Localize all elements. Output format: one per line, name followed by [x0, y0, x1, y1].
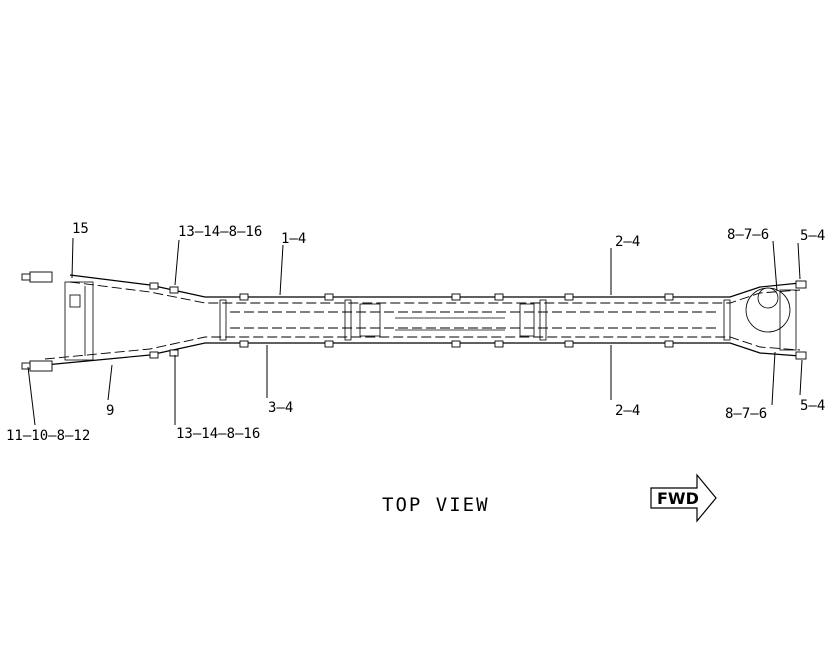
callout-2-4-top: 2–4	[615, 234, 640, 250]
callout-8-7-6-top: 8–7–6	[727, 227, 769, 243]
callout-labels: 15 13–14–8–16 1–4 2–4 8–7–6 5–4 9 11–10–…	[6, 221, 825, 444]
cross-members	[219, 299, 731, 341]
callout-11-10-8-12: 11–10–8–12	[6, 428, 90, 444]
direction-label: FWD	[657, 489, 699, 508]
callout-9: 9	[106, 403, 114, 419]
frame-rails	[44, 274, 801, 366]
rail-clamps	[149, 282, 674, 359]
callout-5-4-bottom: 5–4	[800, 398, 825, 414]
rear-hitch-assembly	[21, 271, 94, 372]
callout-3-4: 3–4	[268, 400, 293, 416]
callout-5-4-top: 5–4	[800, 228, 825, 244]
callout-13-14-8-16-top: 13–14–8–16	[178, 224, 262, 240]
front-pivot-assembly	[745, 280, 807, 360]
callout-15: 15	[72, 221, 89, 237]
callout-1-4: 1–4	[281, 231, 306, 247]
callout-8-7-6-bottom: 8–7–6	[725, 406, 767, 422]
forward-direction-arrow: FWD	[650, 473, 717, 523]
callout-2-4-bottom: 2–4	[615, 403, 640, 419]
callout-13-14-8-16-bottom: 13–14–8–16	[176, 426, 260, 442]
leader-lines	[27, 237, 803, 426]
view-title: TOP VIEW	[382, 494, 490, 516]
